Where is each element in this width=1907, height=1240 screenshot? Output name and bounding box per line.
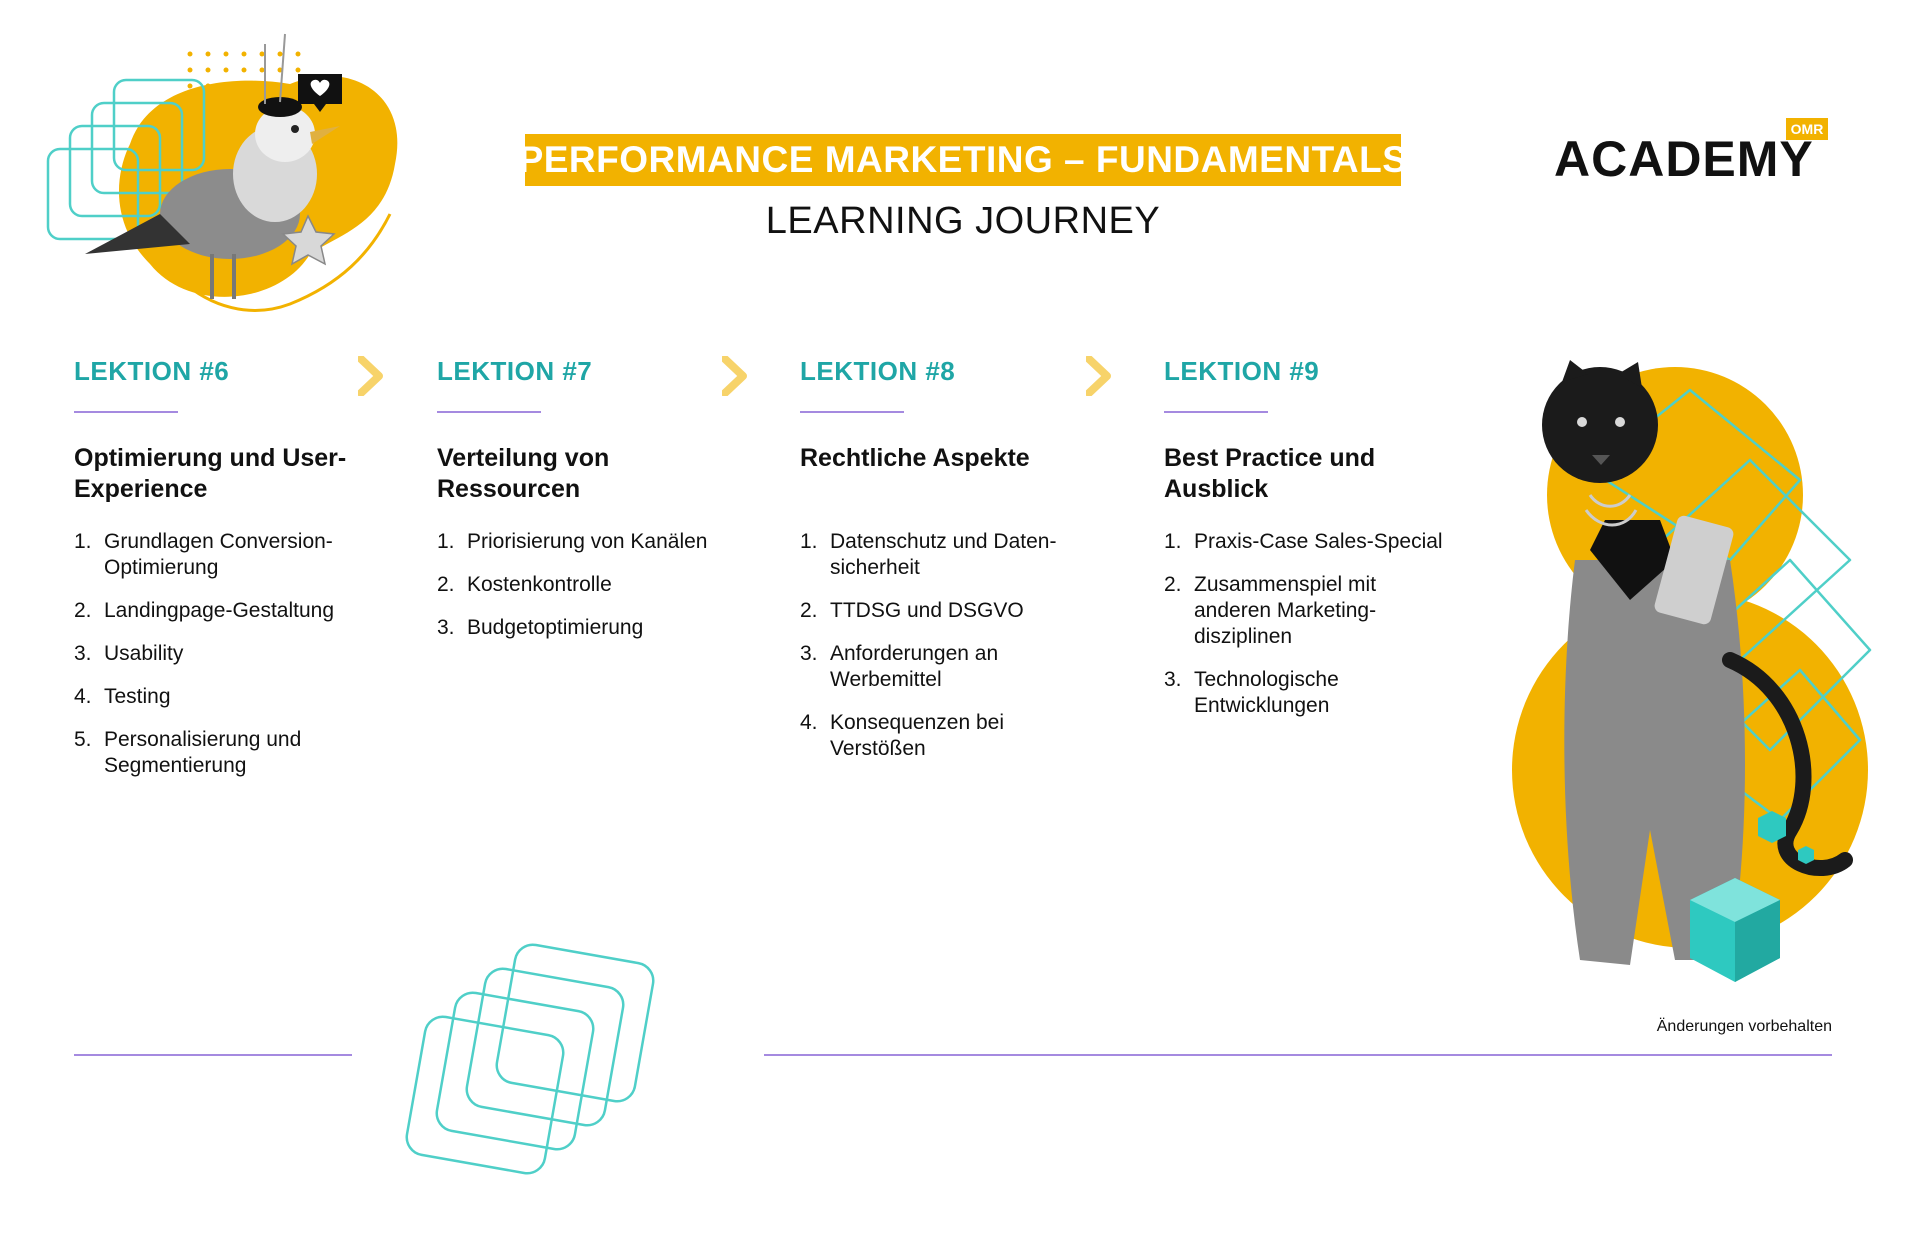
title-banner: PERFORMANCE MARKETING – FUNDAMENTALS bbox=[519, 134, 1407, 186]
topic-text: Grundlagen Conversion-Optimierung bbox=[104, 530, 333, 579]
topic-text: Datenschutz und Daten-sicherheit bbox=[830, 530, 1057, 579]
topic-text: Zusammenspiel mit anderen Marketing-disz… bbox=[1194, 573, 1377, 648]
lesson-underline bbox=[74, 411, 178, 413]
topic-item: 2. Landingpage-Gestaltung bbox=[74, 598, 364, 624]
lesson-column: LEKTION #6 Optimierung und User-Experien… bbox=[74, 356, 364, 796]
lesson-underline bbox=[800, 411, 904, 413]
lesson-column: LEKTION #9 Best Practice und Ausblick 1.… bbox=[1164, 356, 1454, 736]
topic-item: 5. Personalisierung und Segmentierung bbox=[74, 727, 364, 779]
topic-text: Kostenkontrolle bbox=[467, 573, 612, 596]
seagull-illustration bbox=[46, 33, 398, 312]
topic-item: 2. TTDSG und DSGVO bbox=[800, 598, 1090, 624]
topic-list: 1. Datenschutz und Daten-sicherheit 2. TTD… bbox=[800, 529, 1090, 762]
chevron-right-icon bbox=[722, 356, 747, 396]
topic-item: 3. Technologische Entwicklungen bbox=[1164, 667, 1454, 719]
decorative-squares bbox=[405, 943, 655, 1175]
topic-number: 1. bbox=[74, 530, 92, 553]
topic-number: 1. bbox=[437, 530, 455, 553]
page-title: PERFORMANCE MARKETING – FUNDAMENTALS bbox=[518, 139, 1408, 180]
topic-number: 1. bbox=[800, 530, 818, 553]
lesson-label: LEKTION #9 bbox=[1164, 356, 1320, 386]
lesson-underline bbox=[1164, 411, 1268, 413]
lesson-title: Verteilung von Ressourcen bbox=[437, 444, 610, 503]
topic-item: 1. Grundlagen Conversion-Optimierung bbox=[74, 529, 364, 581]
topic-item: 4. Testing bbox=[74, 684, 364, 710]
topic-item: 3. Anforderungen an Werbemittel bbox=[800, 641, 1090, 693]
topic-item: 2. Zusammenspiel mit anderen Marketing-di… bbox=[1164, 572, 1454, 650]
disclaimer-note: Änderungen vorbehalten bbox=[1656, 1018, 1832, 1035]
lesson-title: Best Practice und Ausblick bbox=[1164, 444, 1376, 503]
topic-number: 4. bbox=[74, 685, 92, 708]
panther-illustration bbox=[1512, 360, 1872, 982]
topic-item: 3. Usability bbox=[74, 641, 364, 667]
page-subtitle: LEARNING JOURNEY bbox=[765, 200, 1161, 242]
topic-number: 5. bbox=[74, 728, 92, 751]
logo-badge: OMR bbox=[1786, 118, 1828, 140]
topic-text: TTDSG und DSGVO bbox=[830, 599, 1024, 622]
chevron-right-icon bbox=[358, 356, 383, 396]
topic-number: 2. bbox=[74, 599, 92, 622]
lesson-label: LEKTION #7 bbox=[437, 356, 593, 386]
lesson-title: Optimierung und User-Experience bbox=[74, 444, 347, 503]
topic-text: Usability bbox=[104, 642, 184, 665]
topic-text: Technologische Entwicklungen bbox=[1194, 668, 1339, 717]
lesson-column: LEKTION #8 Rechtliche Aspekte 1. Datensch… bbox=[800, 356, 1090, 779]
academy-logo: ACADEMY OMR bbox=[1550, 118, 1840, 198]
topic-number: 3. bbox=[1164, 668, 1182, 691]
topic-text: Priorisierung von Kanälen bbox=[467, 530, 708, 553]
topic-number: 3. bbox=[437, 616, 455, 639]
chevron-right-icon bbox=[1086, 356, 1111, 396]
topic-text: Budgetoptimierung bbox=[467, 616, 644, 639]
topic-list: 1. Grundlagen Conversion-Optimierung 2. La… bbox=[74, 529, 364, 779]
topic-list: 1. Priorisierung von Kanälen 2. Kostenkont… bbox=[437, 529, 727, 641]
topic-number: 2. bbox=[800, 599, 818, 622]
topic-number: 1. bbox=[1164, 530, 1182, 553]
topic-number: 3. bbox=[800, 642, 818, 665]
logo-text: ACADEMY bbox=[1554, 131, 1814, 187]
topic-item: 1. Praxis-Case Sales-Special bbox=[1164, 529, 1454, 555]
topic-item: 3. Budgetoptimierung bbox=[437, 615, 727, 641]
topic-item: 1. Priorisierung von Kanälen bbox=[437, 529, 727, 555]
lesson-column: LEKTION #7 Verteilung von Ressourcen 1. P… bbox=[437, 356, 727, 658]
lesson-underline bbox=[437, 411, 541, 413]
topic-list: 1. Praxis-Case Sales-Special 2. Zusammensp… bbox=[1164, 529, 1454, 719]
topic-item: 4. Konsequenzen bei Verstößen bbox=[800, 710, 1090, 762]
lesson-label: LEKTION #8 bbox=[800, 356, 956, 386]
lesson-title: Rechtliche Aspekte bbox=[800, 444, 1030, 472]
footer-divider-left bbox=[74, 1054, 352, 1056]
topic-item: 2. Kostenkontrolle bbox=[437, 572, 727, 598]
topic-number: 2. bbox=[1164, 573, 1182, 596]
topic-text: Personalisierung und Segmentierung bbox=[104, 728, 302, 777]
topic-text: Testing bbox=[104, 685, 171, 708]
topic-text: Konsequenzen bei Verstößen bbox=[830, 711, 1004, 760]
topic-number: 2. bbox=[437, 573, 455, 596]
footer-divider-right bbox=[764, 1054, 1832, 1056]
lesson-label: LEKTION #6 bbox=[74, 356, 230, 386]
topic-text: Praxis-Case Sales-Special bbox=[1194, 530, 1443, 553]
topic-text: Anforderungen an Werbemittel bbox=[830, 642, 999, 691]
topic-item: 1. Datenschutz und Daten-sicherheit bbox=[800, 529, 1090, 581]
topic-number: 3. bbox=[74, 642, 92, 665]
topic-text: Landingpage-Gestaltung bbox=[104, 599, 335, 622]
topic-number: 4. bbox=[800, 711, 818, 734]
